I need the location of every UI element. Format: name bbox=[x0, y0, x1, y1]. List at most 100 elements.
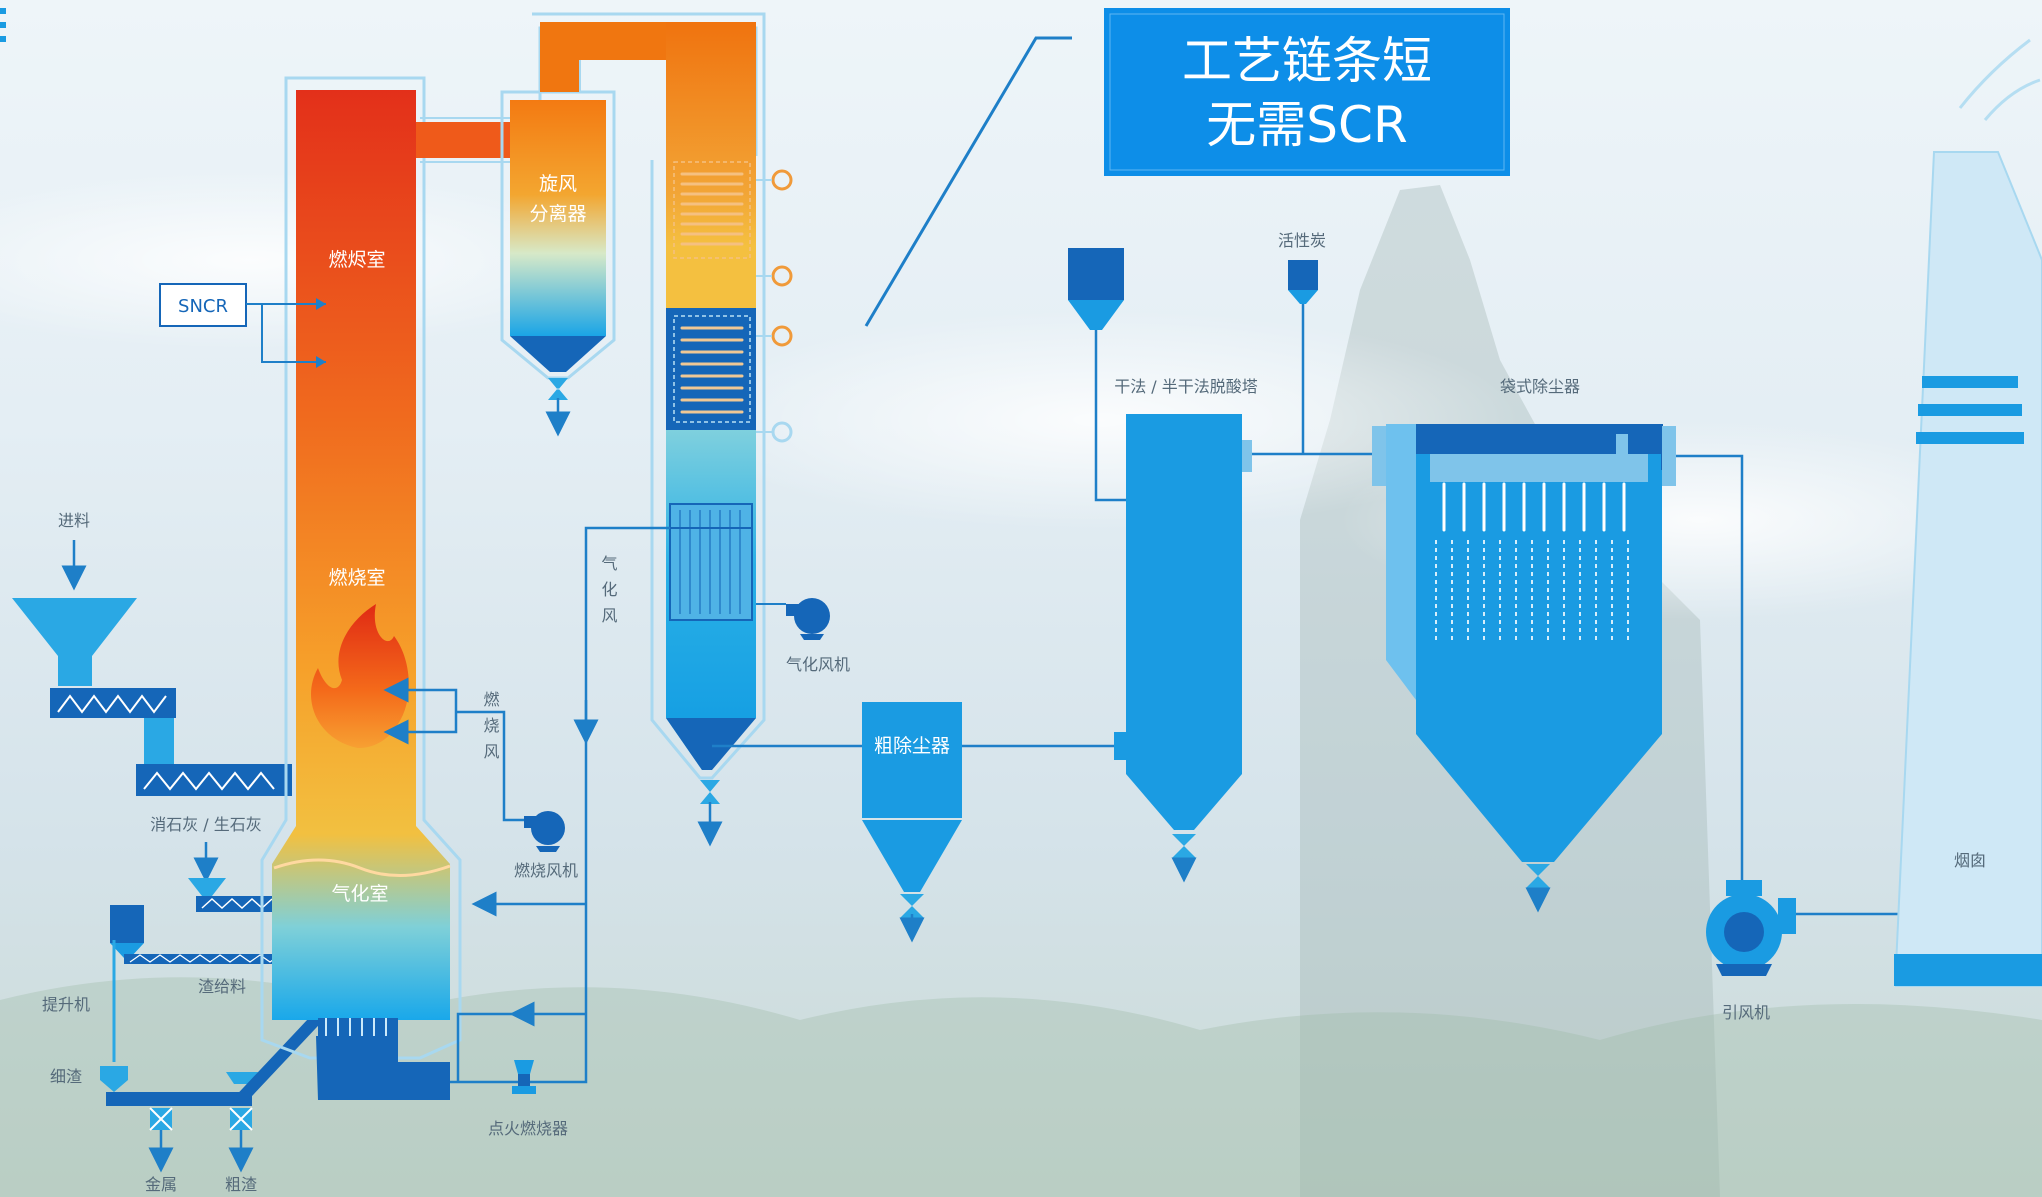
fan-base bbox=[800, 634, 824, 640]
cyclone-cone bbox=[510, 336, 606, 372]
deacid-hopper bbox=[1126, 774, 1242, 830]
header-ring bbox=[771, 421, 793, 443]
id-fan-inlet bbox=[1726, 880, 1762, 896]
ash-box bbox=[316, 1036, 450, 1100]
sncr-pipes bbox=[246, 303, 326, 363]
ignition-pipe bbox=[456, 1012, 522, 1082]
combustion-fan-pipe bbox=[456, 710, 530, 822]
reagent-silo-cone bbox=[1068, 300, 1124, 330]
filter-bag-dots bbox=[1435, 540, 1629, 640]
fan-outlet bbox=[786, 604, 812, 616]
screw-pattern bbox=[129, 954, 281, 963]
cyclone-body[interactable] bbox=[510, 100, 606, 336]
corner-mark bbox=[0, 22, 6, 28]
chimney-base bbox=[1894, 954, 2042, 986]
evaporator-coil bbox=[673, 315, 751, 423]
valve-cross bbox=[149, 1107, 173, 1131]
chimney-band bbox=[1916, 432, 2024, 444]
filter-bags bbox=[1442, 482, 1626, 532]
sncr-injectors bbox=[316, 298, 326, 368]
feed-chute bbox=[144, 718, 174, 766]
burner-body bbox=[518, 1074, 530, 1086]
preheater-tubes bbox=[679, 510, 741, 614]
forest-shape bbox=[0, 977, 2042, 1197]
furnace-outlet-duct bbox=[416, 122, 512, 158]
activated-carbon-label: 活性炭 bbox=[1278, 231, 1326, 250]
fine-slag-label: 细渣 bbox=[50, 1067, 82, 1086]
bagfilter-inlet-plenum bbox=[1386, 424, 1416, 700]
coarse-slag-label: 粗渣 bbox=[225, 1175, 257, 1194]
callout-inner-border bbox=[1109, 13, 1505, 171]
flue-gas-pipe bbox=[1676, 454, 1744, 884]
id-fan-hub bbox=[1724, 912, 1764, 952]
ignition-burner-label: 点火燃烧器 bbox=[488, 1119, 568, 1138]
header-ring bbox=[771, 169, 793, 191]
chimney-band bbox=[1918, 404, 2022, 416]
bed-surface bbox=[273, 858, 451, 877]
slag-chute bbox=[235, 1010, 325, 1105]
screw-pattern bbox=[143, 771, 275, 791]
collector-valve bbox=[900, 894, 924, 918]
slag-bin bbox=[110, 905, 144, 943]
reagent-silo bbox=[1068, 248, 1124, 300]
bagfilter-header bbox=[1430, 454, 1648, 482]
callout-line-1: 工艺链条短 bbox=[1182, 32, 1432, 90]
furnace-body[interactable] bbox=[272, 90, 450, 1020]
gasification-air-vertical-label: 气化风 bbox=[599, 555, 618, 633]
reagent-pipe bbox=[1094, 330, 1126, 502]
collector-hopper bbox=[862, 820, 962, 892]
elevator-label: 提升机 bbox=[42, 995, 90, 1014]
slag-conveyor bbox=[124, 954, 300, 964]
lime-hopper bbox=[188, 878, 226, 896]
furnace-shell bbox=[260, 76, 462, 1060]
tower-outlet-flange bbox=[1242, 440, 1252, 472]
id-fan-outlet bbox=[1778, 898, 1796, 934]
deacid-valve bbox=[1172, 834, 1196, 858]
deacid-tower-label: 干法 / 半干法脱酸塔 bbox=[1114, 377, 1258, 396]
bag-filter-label: 袋式除尘器 bbox=[1500, 377, 1580, 396]
activated-carbon-cone bbox=[1288, 290, 1318, 304]
cyclone-label-1: 旋风 bbox=[539, 173, 577, 195]
combustion-air-vertical-label: 燃烧风 bbox=[481, 691, 500, 769]
combustion-fan-label: 燃烧风机 bbox=[514, 861, 578, 880]
tower-inlet-flange bbox=[1114, 732, 1126, 760]
slag-feed-label: 渣给料 bbox=[198, 977, 246, 996]
coarse-dust-collector-label: 粗除尘器 bbox=[874, 735, 950, 757]
lime-label: 消石灰 / 生石灰 bbox=[150, 815, 262, 834]
cloud bbox=[680, 310, 1520, 530]
duct-shell bbox=[420, 117, 510, 163]
tower-valve bbox=[700, 780, 720, 804]
burnout-chamber-label: 燃烬室 bbox=[328, 249, 385, 271]
coarse-dust-collector[interactable] bbox=[862, 702, 962, 818]
cyclone-label-2: 分离器 bbox=[529, 203, 586, 225]
bagfilter-inlet-flange bbox=[1372, 426, 1386, 486]
gasification-chamber-label: 气化室 bbox=[331, 883, 388, 905]
gasification-fan-label: 气化风机 bbox=[786, 655, 850, 674]
ignition-burner-icon[interactable] bbox=[514, 1060, 534, 1074]
tower-shell bbox=[532, 12, 766, 780]
smoke-icon bbox=[1958, 38, 2041, 121]
fan-base bbox=[536, 846, 560, 852]
bagfilter-hopper bbox=[1416, 734, 1662, 862]
deacid-tower[interactable] bbox=[1126, 414, 1242, 774]
flame-icon bbox=[311, 604, 409, 748]
combustion-chamber-label: 燃烧室 bbox=[328, 567, 385, 589]
callout-line-2: 无需SCR bbox=[1206, 96, 1407, 154]
burner-base bbox=[512, 1086, 536, 1094]
bagfilter-valve-bottom bbox=[1526, 864, 1550, 888]
metal-label: 金属 bbox=[145, 1175, 177, 1194]
feed-label: 进料 bbox=[58, 511, 90, 530]
fine-slag-hopper bbox=[100, 1066, 128, 1092]
chimney-band bbox=[1922, 376, 2018, 388]
bagfilter-valve bbox=[1616, 434, 1628, 454]
distributor-nozzles bbox=[325, 1018, 387, 1036]
screw-pattern bbox=[57, 694, 167, 714]
fan-outlet bbox=[524, 816, 548, 828]
header-ring bbox=[771, 265, 793, 287]
corner-mark bbox=[0, 36, 6, 42]
id-fan-label: 引风机 bbox=[1722, 1003, 1770, 1022]
slag-bin-cone bbox=[110, 943, 144, 958]
cyclone-valve bbox=[548, 378, 568, 400]
